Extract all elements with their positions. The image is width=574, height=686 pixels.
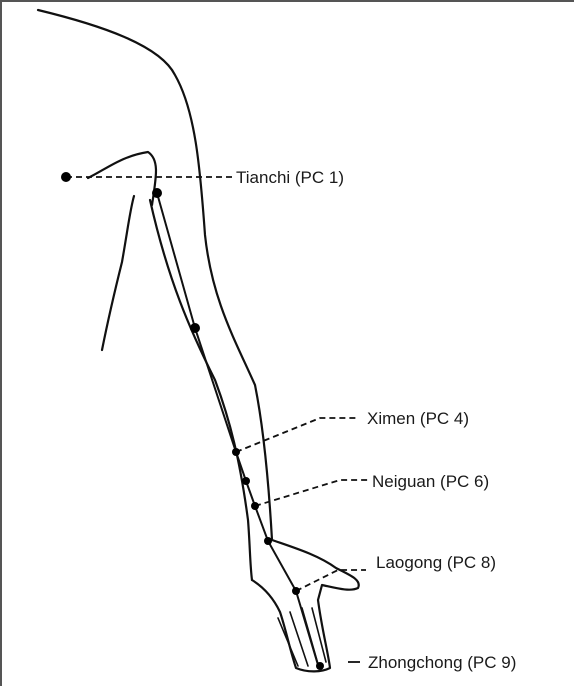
- point-pc5-dot: [242, 477, 250, 485]
- label-pc1: Tianchi (PC 1): [236, 168, 344, 187]
- upper-arm-inner-outline: [150, 200, 252, 580]
- leader-pc6: [255, 480, 368, 506]
- point-upper-arm-dot: [190, 323, 200, 333]
- point-pc4-dot: [232, 448, 240, 456]
- point-pc7-dot: [264, 537, 272, 545]
- armpit-outline: [88, 152, 156, 205]
- point-shoulder-dot: [152, 188, 162, 198]
- point-pc1-dot: [61, 172, 71, 182]
- label-pc6: Neiguan (PC 6): [372, 472, 489, 491]
- label-pc4: Ximen (PC 4): [367, 409, 469, 428]
- hand-outline: [252, 540, 359, 671]
- label-pc8: Laogong (PC 8): [376, 553, 496, 572]
- label-pc9: Zhongchong (PC 9): [368, 653, 516, 672]
- point-pc8-dot: [292, 587, 300, 595]
- point-pc6-dot: [251, 502, 259, 510]
- point-pc9-dot: [316, 662, 324, 670]
- torso-side-outline: [102, 196, 134, 350]
- leader-pc4: [236, 418, 358, 452]
- shoulder-outline: [38, 10, 272, 540]
